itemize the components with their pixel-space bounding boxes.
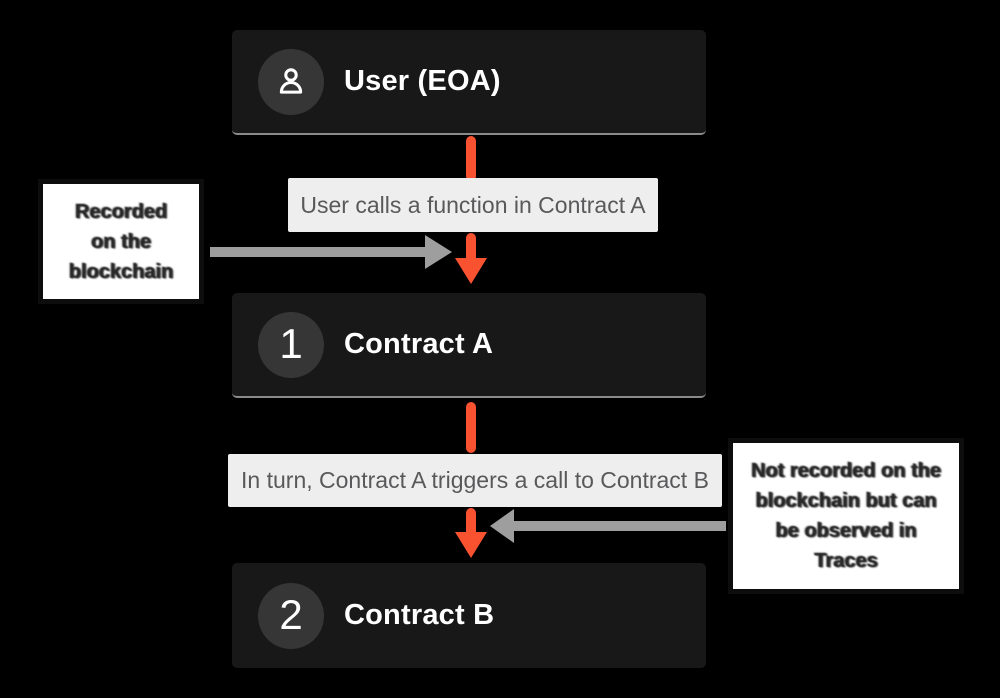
avatar-circle [258, 48, 324, 115]
step-badge-2: 2 [258, 582, 324, 649]
pointer-recorded-note [210, 235, 452, 269]
node-title: User (EOA) [344, 65, 501, 97]
arrowhead-down-icon [455, 532, 487, 558]
pointer-traces-note [490, 509, 726, 543]
note-line: blockchain but can [755, 490, 937, 512]
arrowhead-right-icon [425, 235, 452, 269]
node-user-eoa: User (EOA) [232, 30, 706, 135]
node-title: Contract A [344, 328, 494, 360]
node-contract-a: 1 Contract A [232, 293, 706, 398]
arrowhead-left-icon [490, 509, 514, 543]
step-number: 2 [279, 590, 303, 638]
note-line: on the [91, 230, 151, 253]
note-line: Not recorded on the [750, 460, 941, 482]
edge-label-user-call: User calls a function in Contract A [288, 178, 658, 232]
step-badge-1: 1 [258, 311, 324, 378]
note-line: Traces [814, 550, 878, 572]
node-contract-b: 2 Contract B [232, 563, 706, 668]
note-line: be observed in [775, 520, 917, 542]
step-number: 1 [279, 319, 303, 367]
note-not-recorded-traces: Not recorded on the blockchain but can b… [728, 438, 964, 594]
note-line: Recorded [74, 200, 168, 223]
edge-label-internal-call: In turn, Contract A triggers a call to C… [228, 454, 722, 507]
arrowhead-down-icon [455, 258, 487, 284]
user-icon [279, 67, 303, 94]
note-recorded-on-blockchain: Recorded on the blockchain [38, 179, 204, 304]
note-line: blockchain [68, 260, 174, 283]
node-title: Contract B [344, 599, 495, 631]
